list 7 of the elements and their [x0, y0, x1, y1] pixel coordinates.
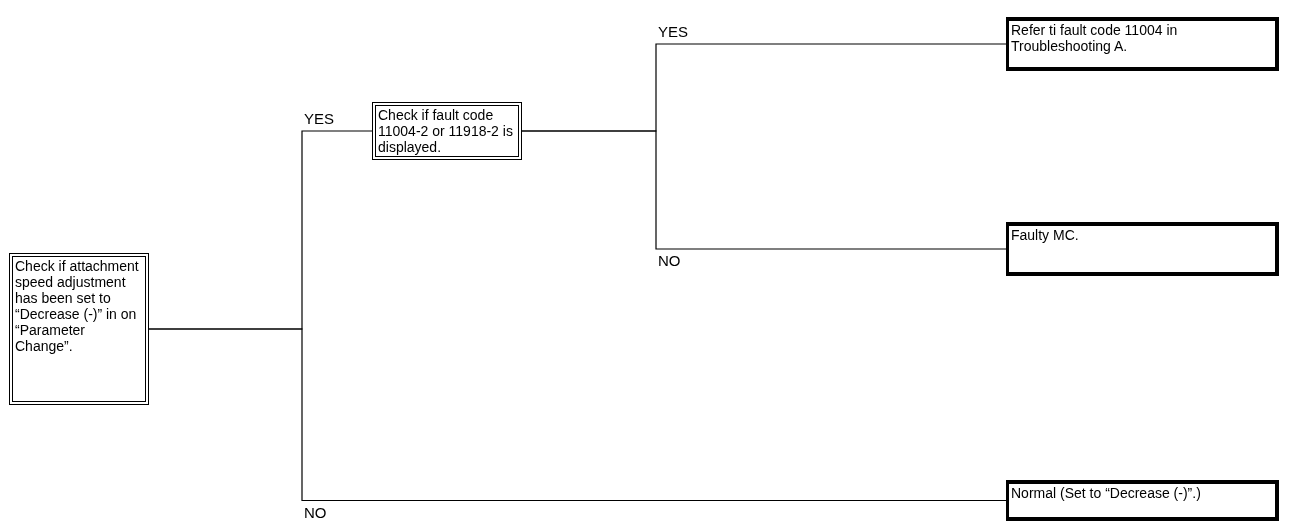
decision-box: Check if attachment speed adjustment has been set to “Decrease (-)” in on “Parameter Change”. [9, 253, 149, 405]
connector-line [148, 328, 1007, 502]
decision-box: Check if fault code 11004-2 or 11918-2 is displayed. [372, 102, 522, 160]
result-box: Faulty MC. [1006, 222, 1279, 276]
result-box: Refer ti fault code 11004 in Troubleshooting A. [1006, 17, 1279, 71]
result-box: Normal (Set to “Decrease (-)”.) [1006, 480, 1279, 521]
connector-line [521, 130, 1007, 250]
